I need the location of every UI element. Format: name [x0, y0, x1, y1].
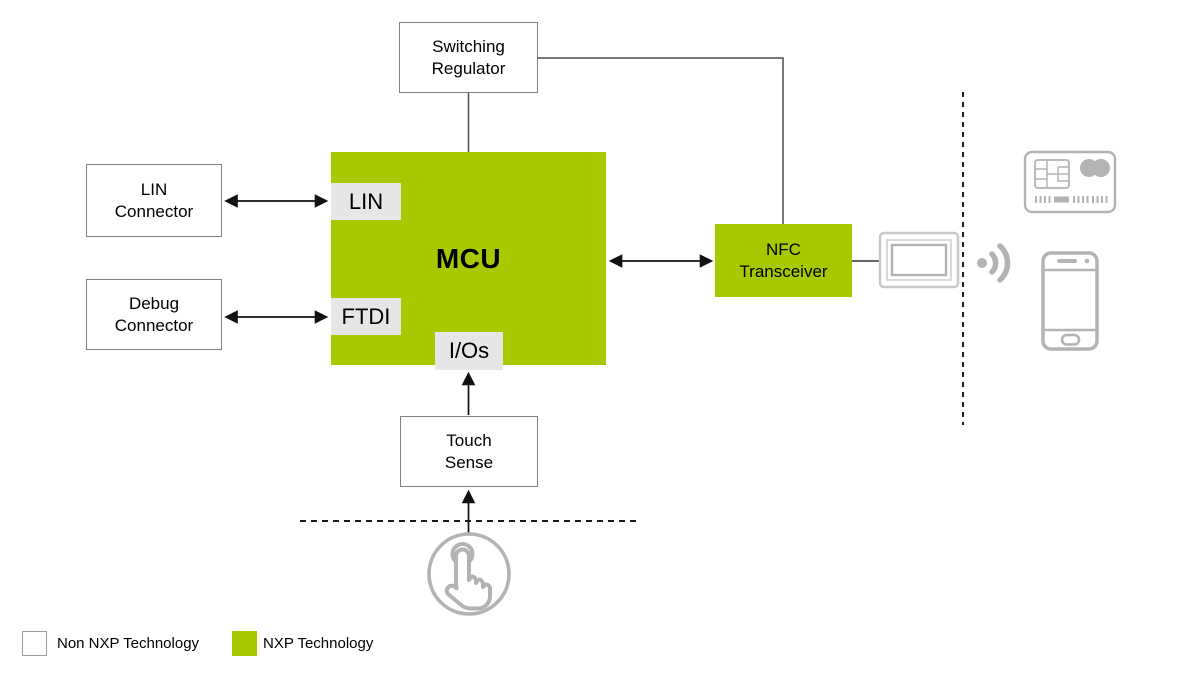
legend-nxp-label: NXP Technology [263, 635, 374, 652]
debug-connector-box: Debug Connector [86, 279, 222, 350]
smartphone-icon [1041, 251, 1099, 351]
lin-connector-box: LIN Connector [86, 164, 222, 237]
touch-sense-label: Touch Sense [444, 431, 494, 472]
mcu-ios-port: I/Os [435, 332, 503, 370]
switching-regulator-box: Switching Regulator [399, 22, 538, 93]
touch-gesture-icon [427, 532, 511, 616]
touch-sense-box: Touch Sense [400, 416, 538, 487]
mcu-ftdi-port: FTDI [331, 298, 401, 335]
mcu-lin-port: LIN [331, 183, 401, 220]
mcu-ftdi-port-label: FTDI [341, 303, 391, 329]
debug-connector-label: Debug Connector [114, 294, 194, 335]
mcu-label: MCU [435, 243, 502, 274]
mcu-lin-port-label: LIN [348, 188, 384, 214]
wire-regulator-to-nfc [538, 57, 784, 224]
nfc-antenna-icon [878, 231, 960, 289]
legend-non-nxp-swatch [22, 631, 47, 656]
mcu-ios-port-label: I/Os [448, 338, 490, 363]
lin-connector-label: LIN Connector [114, 180, 194, 221]
card-number-ticks [1035, 196, 1108, 203]
contactless-card-icon [1023, 150, 1117, 214]
touch-hand [444, 547, 492, 611]
switching-regulator-label: Switching Regulator [431, 37, 506, 78]
nfc-transceiver-label: NFC Transceiver [739, 240, 828, 281]
nfc-waves-icon [977, 243, 1011, 283]
legend-nxp-swatch [232, 631, 257, 656]
legend-non-nxp-label: Non NXP Technology [57, 635, 200, 652]
nfc-transceiver-box: NFC Transceiver [715, 224, 852, 297]
